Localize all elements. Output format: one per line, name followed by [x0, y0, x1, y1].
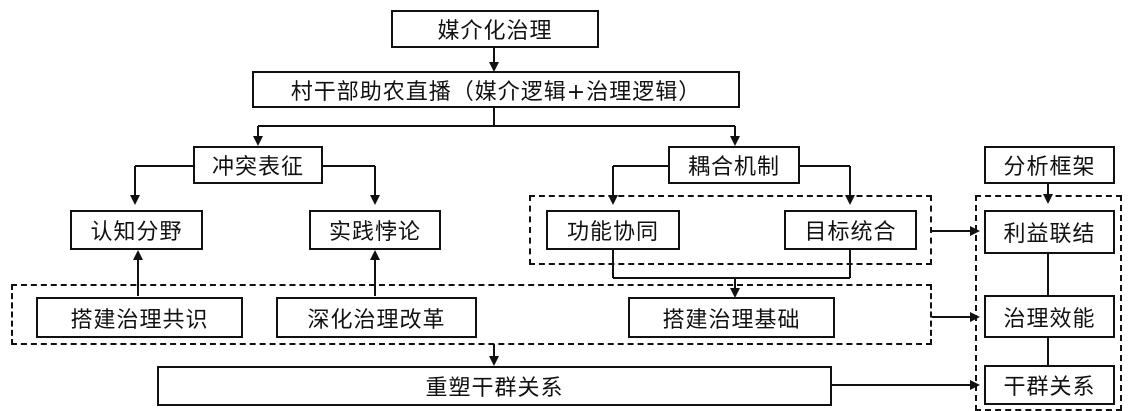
node-governance-efficiency: 治理效能 — [984, 295, 1115, 338]
node-deepen-reform: 深化治理改革 — [276, 297, 477, 338]
node-cognitive-gap: 认知分野 — [70, 210, 203, 250]
node-media-governance: 媒介化治理 — [391, 10, 599, 48]
node-build-foundation: 搭建治理基础 — [628, 297, 835, 338]
node-framework: 分析框架 — [984, 146, 1115, 184]
node-village-cadre-live: 村干部助农直播（媒介逻辑+治理逻辑） — [252, 71, 740, 108]
node-function-synergy: 功能协同 — [546, 210, 680, 250]
framework-group — [975, 195, 1122, 411]
node-reshape-relation: 重塑干群关系 — [157, 366, 832, 406]
coupling-group — [529, 195, 932, 265]
node-interest-link: 利益联结 — [984, 210, 1115, 254]
node-build-consensus: 搭建治理共识 — [36, 297, 243, 338]
node-coupling: 耦合机制 — [668, 146, 800, 184]
measures-group — [11, 284, 932, 345]
node-goal-integration: 目标统合 — [784, 210, 917, 250]
node-practice-paradox: 实践悖论 — [309, 210, 441, 250]
node-cadre-mass-relation: 干群关系 — [984, 365, 1115, 405]
node-conflict: 冲突表征 — [193, 146, 323, 184]
